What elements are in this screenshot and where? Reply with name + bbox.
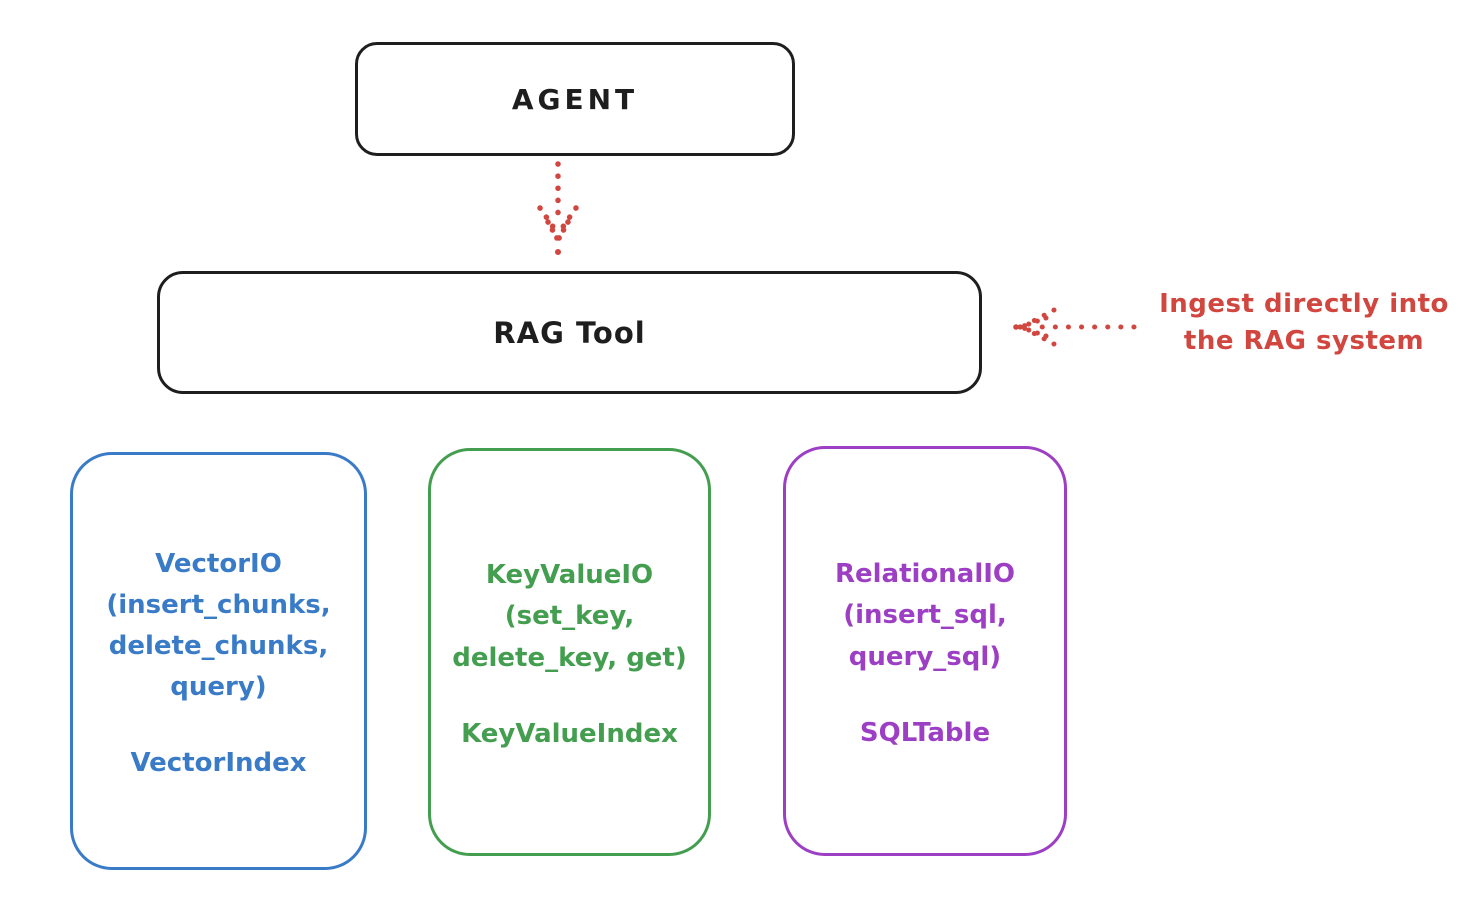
- vector-io-methods: VectorIO (insert_chunks, delete_chunks, …: [106, 548, 331, 703]
- keyvalue-io-box: KeyValueIO (set_key, delete_key, get) Ke…: [428, 448, 711, 856]
- keyvalue-io-methods: KeyValueIO (set_key, delete_key, get): [452, 560, 687, 673]
- ingest-annotation: Ingest directly into the RAG system: [1159, 289, 1449, 356]
- agent-box: AGENT: [355, 42, 795, 156]
- agent-label: AGENT: [511, 82, 639, 116]
- vector-index-label: VectorIndex: [130, 748, 307, 779]
- agent-to-rag-arrow: [528, 158, 588, 263]
- vector-io-box: VectorIO (insert_chunks, delete_chunks, …: [70, 452, 367, 870]
- ingest-arrow: [1006, 301, 1141, 353]
- sql-table-label: SQLTable: [859, 717, 991, 748]
- down-arrow-icon: [537, 161, 579, 255]
- rag-tool-box: RAG Tool: [157, 271, 982, 394]
- relational-io-box: RelationalIO (insert_sql, query_sql) SQL…: [783, 446, 1067, 856]
- left-arrow-icon: [1013, 307, 1137, 347]
- rag-tool-label: RAG Tool: [493, 315, 646, 350]
- relational-io-methods: RelationalIO (insert_sql, query_sql): [834, 559, 1016, 672]
- keyvalue-index-label: KeyValueIndex: [461, 718, 678, 749]
